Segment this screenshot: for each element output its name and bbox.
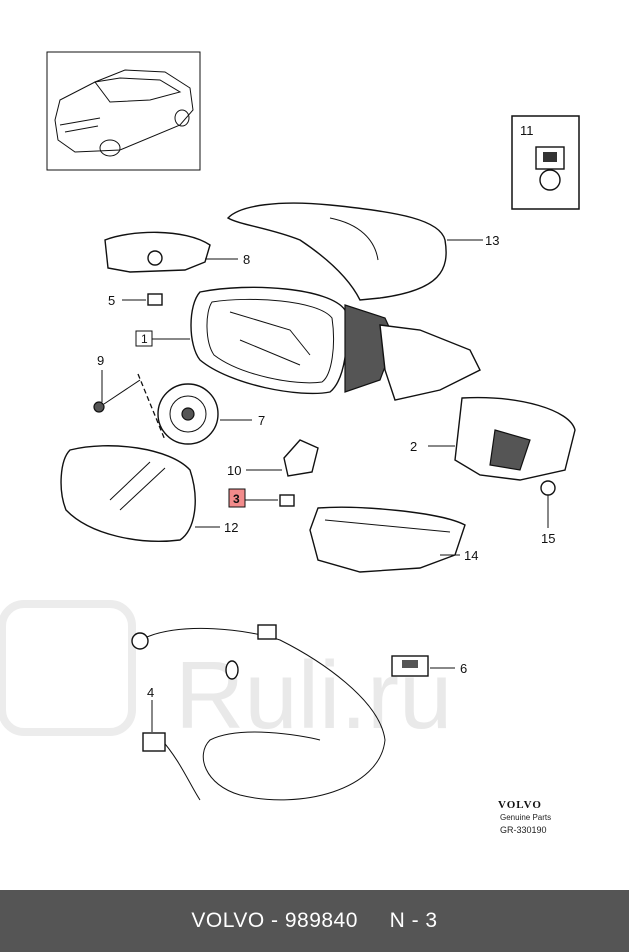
part-5: 5 (108, 293, 163, 308)
part-6: 6 (391, 655, 467, 677)
part-8: 8 (104, 231, 250, 273)
mirror-housing-1: 1 (135, 286, 481, 401)
part-15: 15 (540, 480, 556, 546)
part-11-box: 11 (511, 115, 580, 210)
callout-15: 15 (541, 531, 555, 546)
part-10: 10 (227, 439, 319, 478)
car-thumbnail (46, 51, 201, 171)
footer-spacer (358, 909, 390, 933)
callout-8: 8 (243, 252, 250, 267)
callout-5: 5 (108, 293, 115, 308)
callout-4: 4 (147, 685, 154, 700)
callout-10: 10 (227, 463, 241, 478)
part-3: 3 (228, 488, 295, 508)
callout-9: 9 (97, 353, 104, 368)
callout-11: 11 (520, 123, 534, 138)
part-7: 7 (157, 383, 265, 445)
footer-part-number: VOLVO - 989840 (191, 909, 358, 932)
footer-bar: VOLVO - 989840 N - 3 (0, 890, 629, 952)
callout-7: 7 (258, 413, 265, 428)
callout-13: 13 (485, 233, 499, 248)
callout-2: 2 (410, 439, 417, 454)
callout-12: 12 (224, 520, 238, 535)
callout-1: 1 (141, 332, 148, 346)
footer-position: N - 3 (389, 909, 438, 932)
part-9: 9 (93, 353, 166, 441)
diagram-code: GR-330190 (500, 825, 547, 835)
callout-6: 6 (460, 661, 467, 676)
brand-subtitle: Genuine Parts (500, 813, 551, 822)
mirror-glass-12: 12 (60, 445, 238, 542)
part-14: 14 (309, 506, 478, 573)
wiring-harness-4: 4 (131, 624, 386, 801)
exploded-parts-diagram: Ruli.ru 11 13 8 5 1 (0, 51, 580, 835)
callout-3: 3 (233, 492, 240, 506)
brand-block: VOLVO Genuine Parts GR-330190 (498, 799, 551, 835)
part-2: 2 (410, 396, 576, 481)
callout-3-highlight (228, 488, 246, 508)
brand-name: VOLVO (498, 799, 542, 811)
callout-14: 14 (464, 548, 478, 563)
mirror-cover-13: 13 (226, 202, 499, 301)
